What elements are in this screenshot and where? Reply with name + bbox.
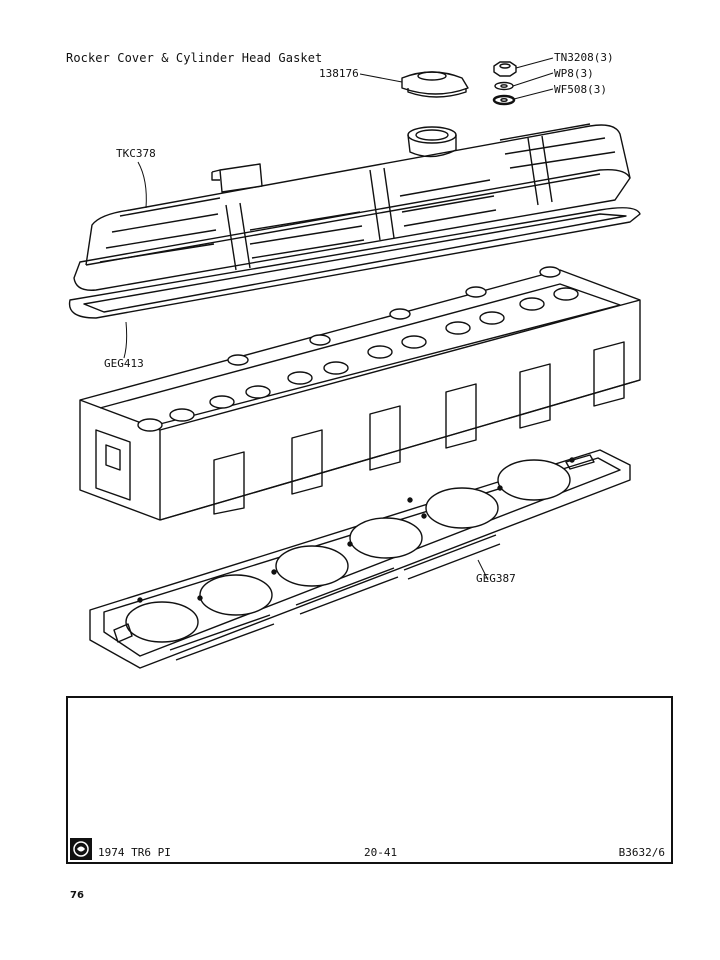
callout-washer-2: WF508(3) <box>554 83 607 96</box>
rocker-cover-gasket <box>68 207 641 319</box>
exploded-parts-diagram <box>68 57 641 669</box>
callout-rocker-cover: TKC378 <box>116 147 156 160</box>
footer-box: 1974 TR6 PI 20-41 B3632/6 <box>66 696 673 864</box>
callout-cover-gasket: GEG413 <box>104 357 144 370</box>
page-number: 76 <box>70 890 84 901</box>
callout-filler-cap: 138176 <box>319 67 359 80</box>
footer-model: 1974 TR6 PI <box>98 846 171 859</box>
callout-head-gasket: GEG387 <box>476 572 516 585</box>
cylinder-head <box>79 266 641 521</box>
callout-washer-1: WP8(3) <box>554 67 594 80</box>
footer-page-ref: 20-41 <box>364 846 398 859</box>
callout-nut: TN3208(3) <box>554 51 614 64</box>
manufacturer-logo-icon <box>70 838 92 860</box>
filler-cap <box>401 71 469 98</box>
footer-drawing-number: B3632/6 <box>618 846 665 859</box>
page-title: Rocker Cover & Cylinder Head Gasket <box>66 51 323 65</box>
cylinder-head-gasket <box>89 449 631 669</box>
nut-washers <box>492 61 517 106</box>
rocker-cover <box>73 123 631 291</box>
